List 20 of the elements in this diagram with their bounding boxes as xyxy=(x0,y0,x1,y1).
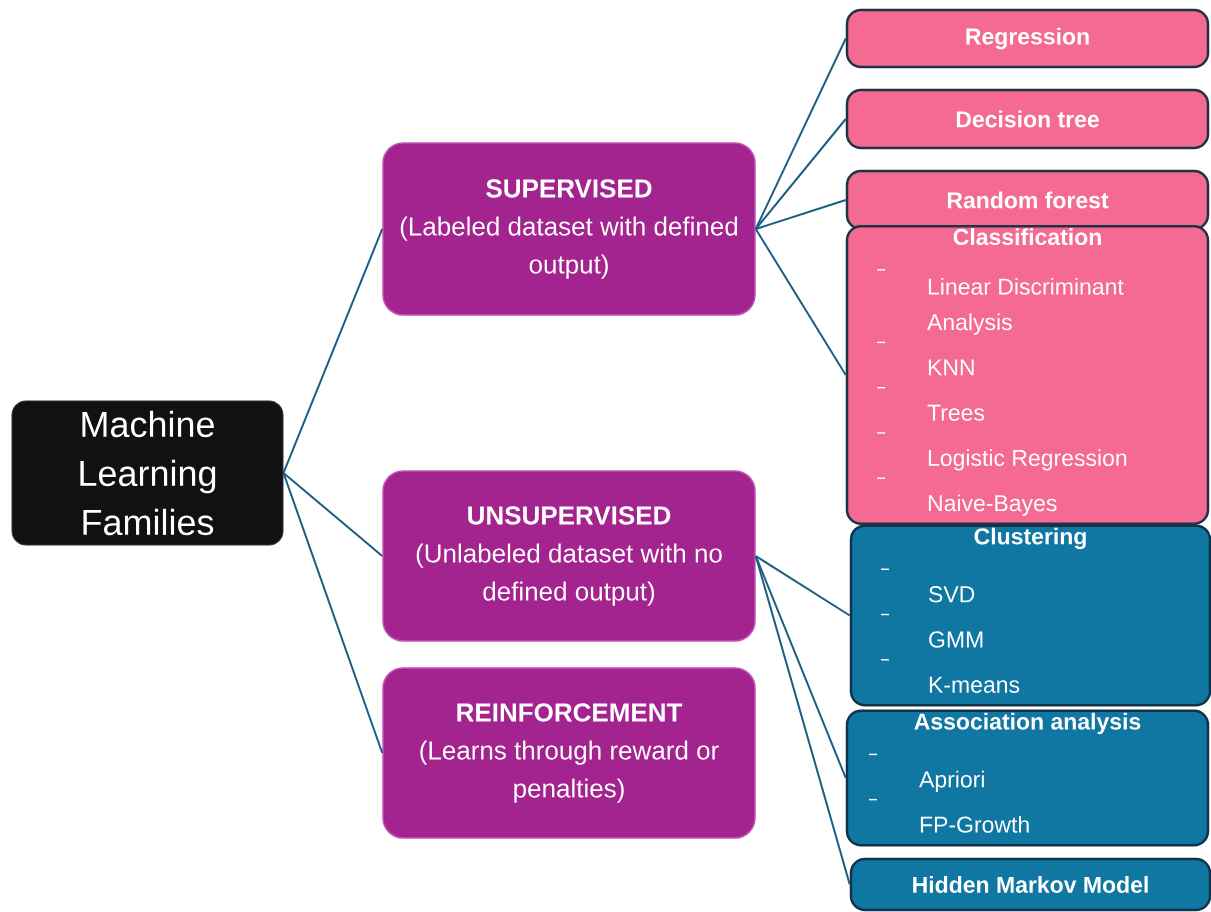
connector-line xyxy=(754,37,847,230)
method-box: Association analysis Apriori FP-Growth xyxy=(845,709,1210,847)
connector-line xyxy=(282,472,384,557)
category-box: UNSUPERVISED (Unlabeled dataset with no defined output) xyxy=(382,470,756,642)
connector-line xyxy=(754,555,851,617)
connector-line xyxy=(754,199,847,230)
method-box: Clustering SVD GMM K-means xyxy=(849,524,1211,707)
connector-line xyxy=(754,555,847,779)
connector-line xyxy=(754,555,851,886)
method-box: Regression xyxy=(845,8,1210,69)
connector-line xyxy=(754,118,847,230)
method-box: Decision tree xyxy=(845,88,1210,150)
category-box: SUPERVISED (Labeled dataset with defined output) xyxy=(382,142,756,316)
connector-line xyxy=(282,472,384,754)
method-box: Classification Linear Discriminant Analysis KNN Trees Logistic Regression Naive-Bayes xyxy=(845,225,1210,525)
root-box: Machine Learning Families xyxy=(11,400,284,546)
connector-line xyxy=(282,228,384,474)
category-box: REINFORCEMENT (Learns through reward or penalties) xyxy=(382,667,756,839)
connector-line xyxy=(754,228,847,376)
method-box: Hidden Markov Model xyxy=(849,857,1211,912)
